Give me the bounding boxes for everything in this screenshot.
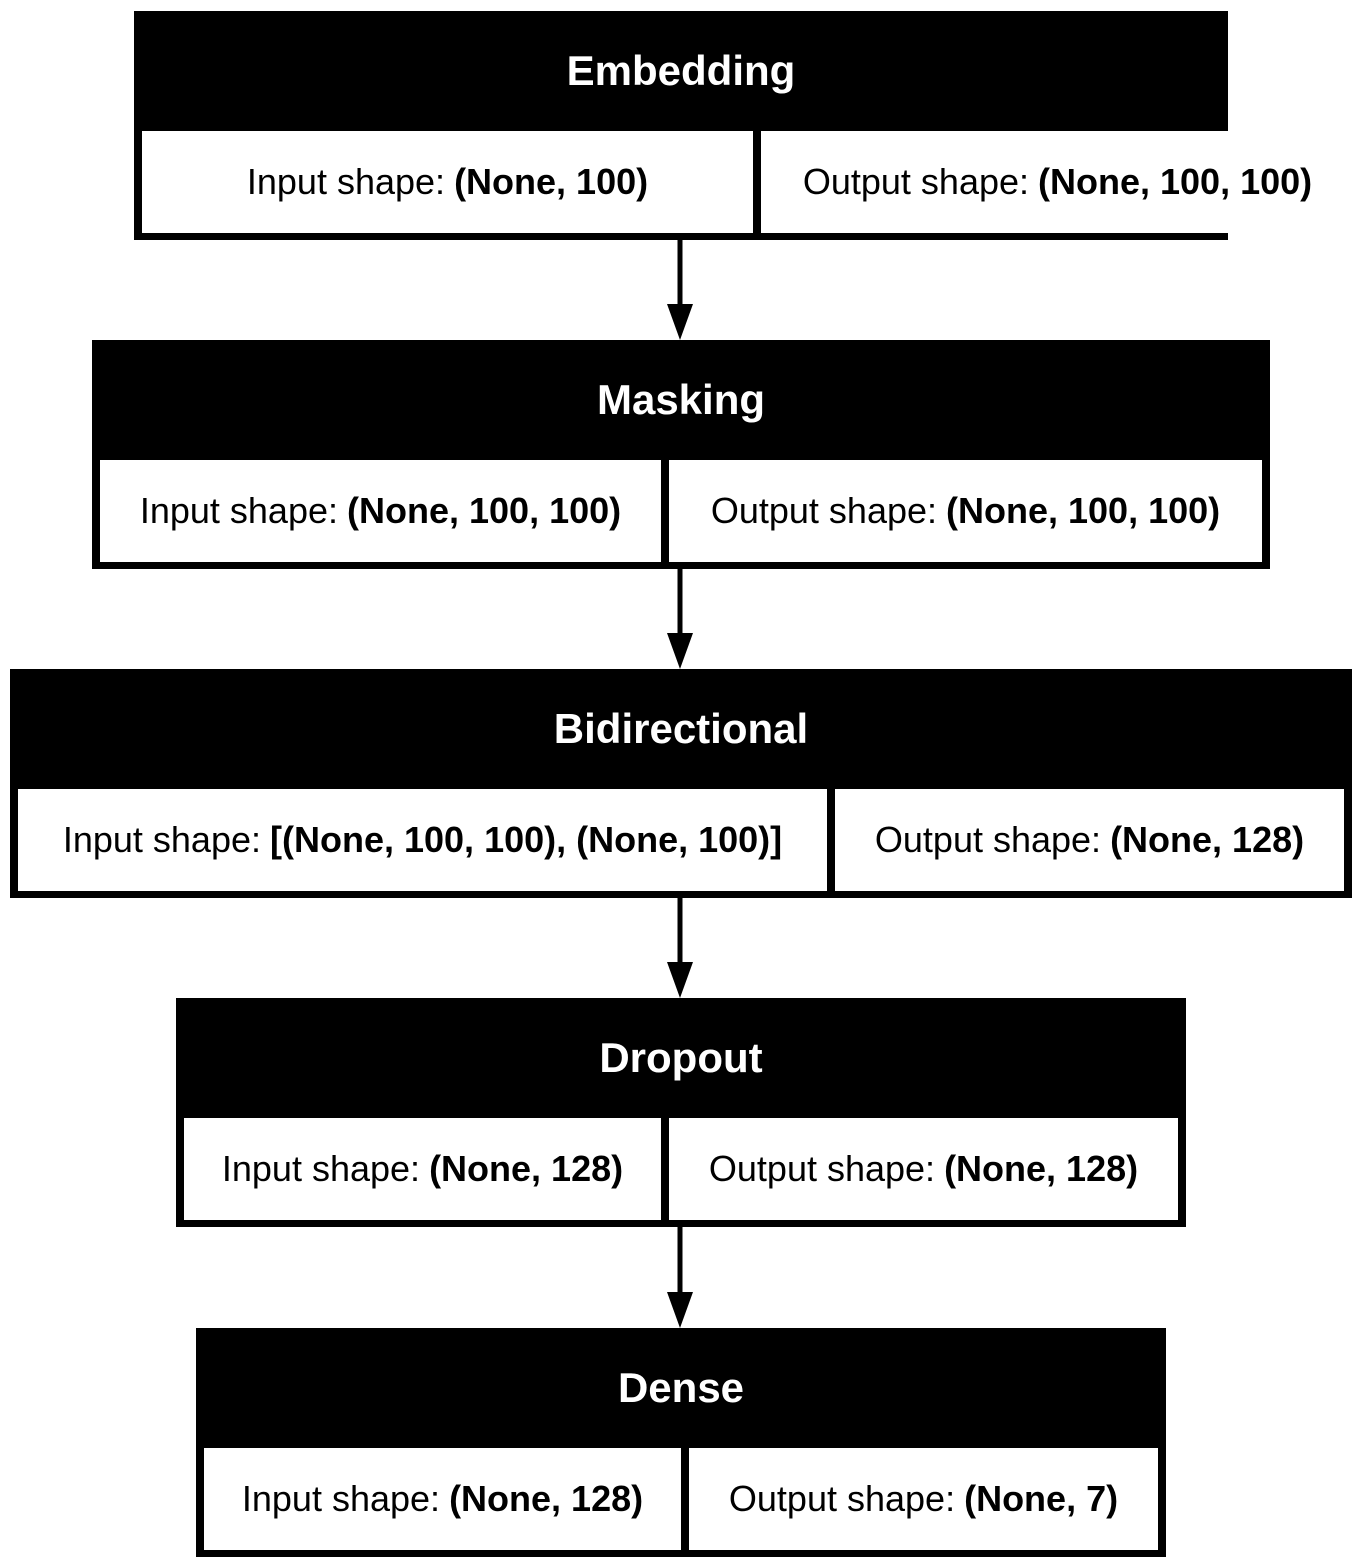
input-shape-label: Input shape: — [246, 161, 446, 202]
output-shape-label: Output shape: — [728, 1478, 956, 1519]
output-shape-cell: Output shape:(None, 128) — [669, 1118, 1178, 1220]
layer-node-dense: Dense Input shape:(None, 128) Output sha… — [196, 1328, 1166, 1557]
input-shape-label: Input shape: — [62, 819, 262, 860]
layer-title: Dropout — [599, 1034, 763, 1081]
input-shape-value: [(None, 100, 100), (None, 100)] — [270, 819, 783, 860]
output-shape-label: Output shape: — [708, 1148, 936, 1189]
input-shape-cell: Input shape:(None, 128) — [204, 1448, 681, 1550]
layer-node-masking: Masking Input shape:(None, 100, 100) Out… — [92, 340, 1270, 569]
output-shape-value: (None, 7) — [964, 1478, 1119, 1519]
layer-title: Masking — [596, 376, 766, 423]
input-shape-value: (None, 128) — [449, 1478, 644, 1519]
output-shape-cell: Output shape:(None, 100, 100) — [761, 131, 1354, 233]
output-shape-label: Output shape: — [710, 490, 938, 531]
arrow-bidirectional-to-dropout — [667, 898, 693, 998]
input-shape-label: Input shape: — [221, 1148, 421, 1189]
layer-title: Bidirectional — [553, 705, 809, 752]
layer-title: Embedding — [566, 47, 796, 94]
layer-node-dropout: Dropout Input shape:(None, 128) Output s… — [176, 998, 1186, 1227]
layer-title: Dense — [617, 1364, 745, 1411]
output-shape-value: (None, 100, 100) — [1038, 161, 1313, 202]
input-shape-cell: Input shape:[(None, 100, 100), (None, 10… — [18, 789, 827, 891]
arrow-masking-to-bidirectional — [667, 569, 693, 669]
layer-node-bidirectional: Bidirectional Input shape:[(None, 100, 1… — [10, 669, 1352, 898]
output-shape-value: (None, 128) — [1110, 819, 1305, 860]
input-shape-value: (None, 100) — [454, 161, 649, 202]
input-shape-label: Input shape: — [139, 490, 339, 531]
output-shape-value: (None, 128) — [944, 1148, 1139, 1189]
output-shape-label: Output shape: — [802, 161, 1030, 202]
output-shape-value: (None, 100, 100) — [946, 490, 1221, 531]
output-shape-cell: Output shape:(None, 128) — [835, 789, 1344, 891]
output-shape-cell: Output shape:(None, 100, 100) — [669, 460, 1262, 562]
input-shape-cell: Input shape:(None, 100, 100) — [100, 460, 661, 562]
input-shape-cell: Input shape:(None, 100) — [142, 131, 753, 233]
input-shape-value: (None, 100, 100) — [347, 490, 622, 531]
layer-node-embedding: Embedding Input shape:(None, 100) Output… — [134, 11, 1354, 240]
input-shape-value: (None, 128) — [429, 1148, 624, 1189]
input-shape-label: Input shape: — [241, 1478, 441, 1519]
arrow-embedding-to-masking — [667, 240, 693, 340]
output-shape-cell: Output shape:(None, 7) — [689, 1448, 1158, 1550]
input-shape-cell: Input shape:(None, 128) — [184, 1118, 661, 1220]
arrow-dropout-to-dense — [667, 1227, 693, 1328]
output-shape-label: Output shape: — [874, 819, 1102, 860]
